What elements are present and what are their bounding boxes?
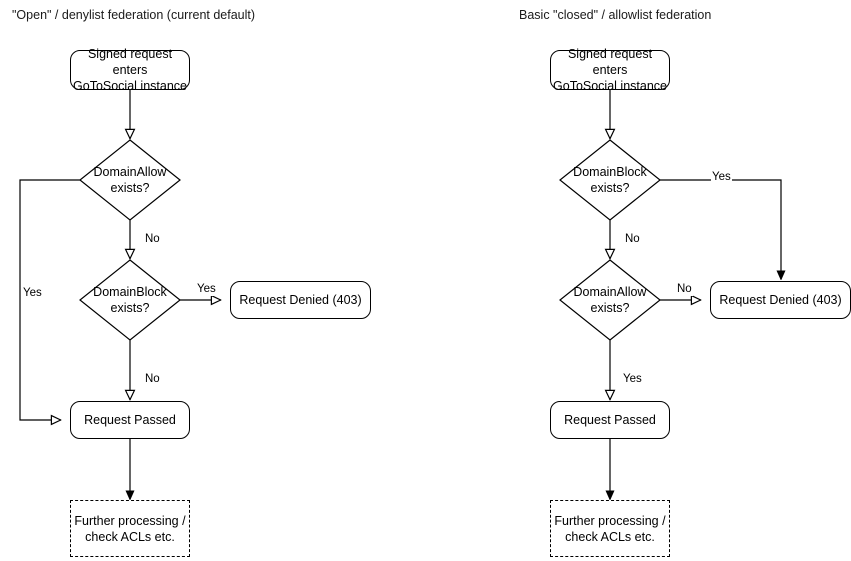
right-node-domainallow-label[interactable]: DomainAllow exists? (573, 285, 647, 315)
right-column-title: Basic "closed" / allowlist federation (519, 8, 712, 22)
left-node-further-processing[interactable]: Further processing / check ACLs etc. (70, 500, 190, 557)
left-edge-allow-yes (19, 179, 80, 420)
right-label-allow-no: No (676, 283, 693, 296)
left-label-block-no: No (144, 373, 161, 386)
right-label-block-yes: Yes (711, 171, 732, 184)
right-label-allow-yes: Yes (622, 373, 643, 386)
right-node-domainblock-label[interactable]: DomainBlock exists? (573, 165, 647, 195)
left-node-request-denied[interactable]: Request Denied (403) (230, 281, 371, 319)
right-node-start[interactable]: Signed request enters GoToSocial instanc… (550, 47, 670, 93)
right-node-request-passed[interactable]: Request Passed (550, 401, 670, 439)
right-edge-block-yes (660, 179, 781, 279)
right-node-request-denied[interactable]: Request Denied (403) (710, 281, 851, 319)
left-node-domainblock-label[interactable]: DomainBlock exists? (93, 285, 167, 315)
left-label-allow-yes: Yes (22, 287, 43, 300)
left-label-block-yes: Yes (196, 283, 217, 296)
right-label-block-no: No (624, 233, 641, 246)
left-label-allow-no: No (144, 233, 161, 246)
left-column-title: "Open" / denylist federation (current de… (12, 8, 256, 22)
left-node-domainallow-label[interactable]: DomainAllow exists? (93, 165, 167, 195)
left-node-start[interactable]: Signed request enters GoToSocial instanc… (70, 47, 190, 93)
left-node-request-passed[interactable]: Request Passed (70, 401, 190, 439)
right-node-further-processing[interactable]: Further processing / check ACLs etc. (550, 500, 670, 557)
